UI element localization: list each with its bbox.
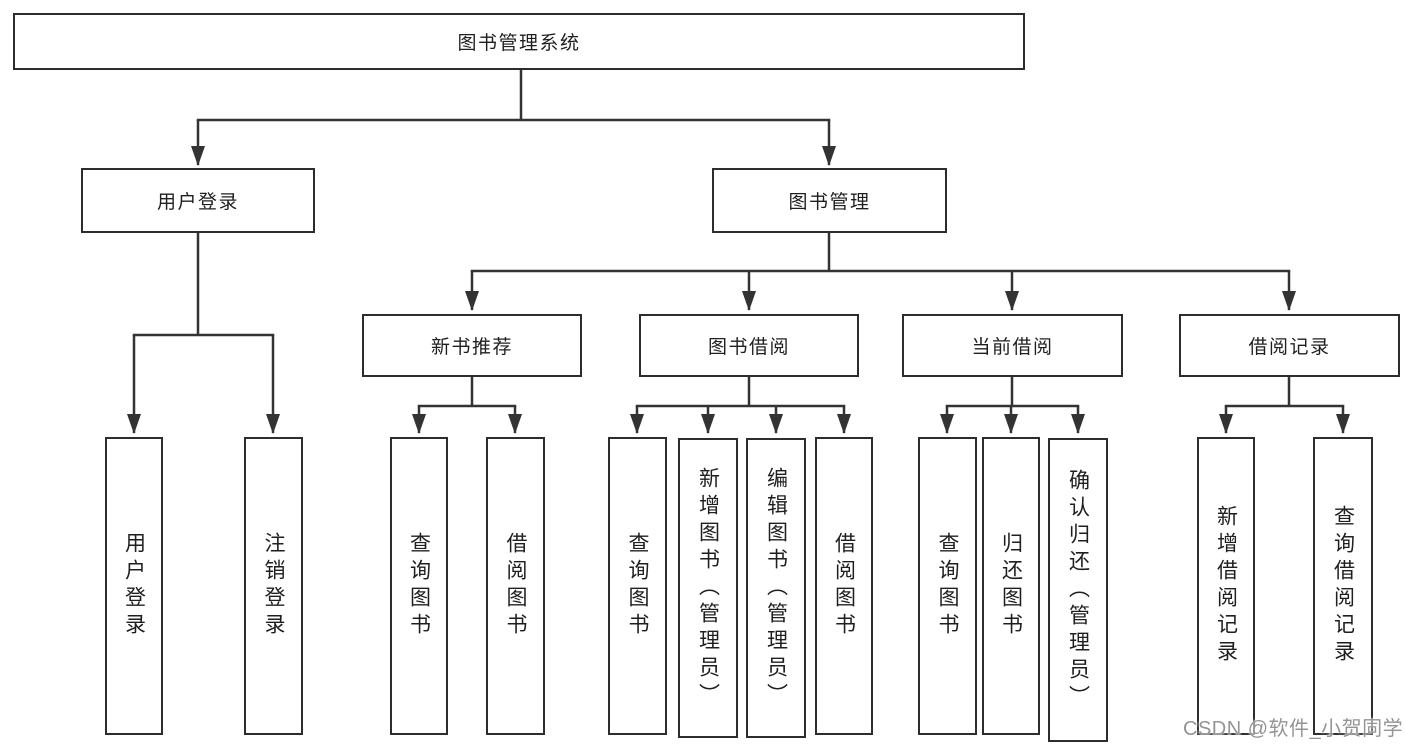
leaf-query-books-recommend: 查询图书 xyxy=(390,437,448,735)
node-user-login: 用户登录 xyxy=(81,168,315,233)
node-book-management: 图书管理 xyxy=(712,168,947,233)
node-label: 借阅记录 xyxy=(1248,337,1331,358)
node-label: 查询借阅记录 xyxy=(1331,505,1355,667)
leaf-edit-books-admin: 编辑图书（管理员） xyxy=(746,438,806,738)
node-current-borrowing: 当前借阅 xyxy=(902,314,1123,377)
leaf-return-books: 归还图书 xyxy=(982,437,1040,735)
leaf-add-borrow-record: 新增借阅记录 xyxy=(1197,437,1255,735)
node-label: 归还图书 xyxy=(999,532,1023,640)
node-new-book-recommend: 新书推荐 xyxy=(362,314,582,377)
node-label: 查询图书 xyxy=(936,532,959,640)
node-library-system: 图书管理系统 xyxy=(13,13,1025,70)
node-label: 借阅图书 xyxy=(832,532,856,640)
node-label: 查询图书 xyxy=(626,532,649,640)
leaf-logout-login: 注销登录 xyxy=(244,437,303,735)
node-label: 确认归还（管理员） xyxy=(1066,468,1090,712)
node-label: 借阅图书 xyxy=(504,532,527,640)
node-label: 注销登录 xyxy=(262,532,285,640)
node-label: 图书管理 xyxy=(788,192,871,213)
watermark: CSDN @软件_小贺同学 xyxy=(1183,718,1404,740)
leaf-add-books-admin: 新增图书（管理员） xyxy=(678,438,738,738)
node-borrowing-records: 借阅记录 xyxy=(1179,314,1400,377)
node-label: 图书管理系统 xyxy=(457,33,581,54)
node-label: 新增图书（管理员） xyxy=(696,466,720,710)
leaf-user-login: 用户登录 xyxy=(105,437,163,735)
leaf-query-books-borrowing: 查询图书 xyxy=(608,437,667,735)
leaf-borrow-books-recommend: 借阅图书 xyxy=(486,437,545,735)
node-label: 新增借阅记录 xyxy=(1214,505,1238,667)
leaf-query-books-current: 查询图书 xyxy=(918,437,977,735)
leaf-borrow-books-borrowing: 借阅图书 xyxy=(815,437,873,735)
node-label: 图书借阅 xyxy=(707,337,790,358)
node-label: 查询图书 xyxy=(407,532,431,640)
leaf-query-borrow-record: 查询借阅记录 xyxy=(1313,437,1373,735)
node-label: 新书推荐 xyxy=(430,337,513,358)
node-label: 用户登录 xyxy=(156,192,239,213)
node-book-borrowing: 图书借阅 xyxy=(639,314,859,377)
leaf-confirm-return-admin: 确认归还（管理员） xyxy=(1048,438,1108,742)
node-label: 用户登录 xyxy=(122,532,146,640)
node-label: 编辑图书（管理员） xyxy=(764,466,788,710)
node-label: 当前借阅 xyxy=(971,337,1054,358)
